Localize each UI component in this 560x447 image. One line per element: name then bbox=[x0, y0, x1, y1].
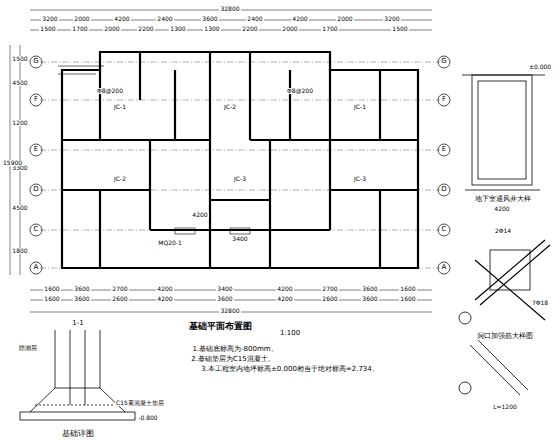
detail-title: 洞口加强筋大样图 bbox=[476, 333, 534, 340]
dimension: 2200 bbox=[241, 26, 258, 32]
axis-letter: F bbox=[441, 96, 447, 103]
dimension: 1500 bbox=[39, 26, 56, 32]
callout: 7Φ18 bbox=[531, 300, 549, 306]
dimension: 2600 bbox=[321, 296, 338, 302]
note: 1.基础底标高为-800mm。 bbox=[191, 346, 278, 353]
dimension: 1500 bbox=[391, 26, 408, 32]
axis-letter: A bbox=[441, 264, 448, 271]
axis-letter: C bbox=[33, 226, 40, 233]
member-tag: JC-3 bbox=[233, 176, 247, 182]
callout: 防潮层 bbox=[18, 345, 38, 351]
dimension: 4200 bbox=[276, 296, 293, 302]
dimension: 2200 bbox=[137, 26, 154, 32]
dimension: 3600 bbox=[361, 296, 378, 302]
member-tag: JC-3 bbox=[353, 176, 367, 182]
member-tag: JC-1 bbox=[113, 104, 127, 110]
dimension: 1200 bbox=[11, 120, 28, 126]
dimension: 4500 bbox=[11, 205, 28, 211]
member-tag: 4200 bbox=[191, 212, 208, 218]
dimension: 2000 bbox=[103, 26, 120, 32]
axis-letter: E bbox=[441, 146, 447, 153]
callout: L=1200 bbox=[492, 404, 518, 410]
callout: C15素混凝土垫层 bbox=[115, 400, 165, 406]
member-tag: JC-2 bbox=[223, 104, 237, 110]
drawing-title: 基础平面布置图 bbox=[188, 322, 253, 331]
dimension: 1300 bbox=[169, 26, 186, 32]
dimension: 2400 bbox=[156, 16, 173, 22]
member-tag: Φ8@200 bbox=[96, 88, 124, 94]
dimension: 2700 bbox=[111, 286, 128, 292]
dimension: 3200 bbox=[41, 16, 58, 22]
dimension: 2000 bbox=[73, 16, 90, 22]
axis-letter: F bbox=[33, 96, 39, 103]
dimension: 3600 bbox=[216, 296, 233, 302]
dimension: 32800 bbox=[219, 308, 240, 314]
dimension: 1700 bbox=[321, 26, 338, 32]
dimension: 2000 bbox=[281, 26, 298, 32]
note: 2.基础垫层为C15混凝土。 bbox=[190, 356, 275, 363]
axis-letter: D bbox=[440, 186, 447, 193]
dimension: 2600 bbox=[111, 296, 128, 302]
dimension: 3600 bbox=[73, 286, 90, 292]
section-mark: 1-1 bbox=[71, 320, 84, 327]
dimension: 1500 bbox=[11, 56, 28, 62]
member-tag: 3400 bbox=[231, 236, 248, 242]
note: 3.本工程室内地坪标高±0.000相当于绝对标高=2.734。 bbox=[200, 366, 380, 373]
axis-letter: C bbox=[441, 226, 448, 233]
dimension: 1600 bbox=[399, 286, 416, 292]
axis-letter: A bbox=[33, 264, 40, 271]
dimension: 1600 bbox=[43, 296, 60, 302]
dimension: 15900 bbox=[2, 160, 23, 166]
dimension: 1600 bbox=[43, 286, 60, 292]
member-tag: JC-1 bbox=[353, 104, 367, 110]
dimension: 3400 bbox=[216, 286, 233, 292]
dimension: 4200 bbox=[276, 286, 293, 292]
dimension: 4200 bbox=[113, 16, 130, 22]
member-tag: JC-2 bbox=[113, 176, 127, 182]
axis-letter: G bbox=[440, 58, 447, 65]
scale: 1:100 bbox=[279, 330, 301, 337]
dimension: 2000 bbox=[336, 16, 353, 22]
dimension: 2400 bbox=[246, 16, 263, 22]
dimension: 32800 bbox=[219, 6, 240, 12]
dimension: 3600 bbox=[361, 286, 378, 292]
callout: 2Φ14 bbox=[494, 228, 512, 234]
detail-title: 基础详图 bbox=[61, 430, 95, 438]
dimension: 1600 bbox=[399, 296, 416, 302]
detail-title: 地下室通风井大样 bbox=[474, 196, 532, 203]
axis-letter: G bbox=[32, 58, 39, 65]
dimension: 4200 bbox=[493, 206, 510, 212]
dimension: 3600 bbox=[73, 296, 90, 302]
dimension: 1700 bbox=[71, 26, 88, 32]
axis-letter: D bbox=[32, 186, 39, 193]
dimension: 4200 bbox=[156, 296, 173, 302]
member-tag: Φ8@200 bbox=[286, 88, 314, 94]
dimension: 1800 bbox=[11, 248, 28, 254]
elevation: ±0.000 bbox=[528, 64, 552, 70]
member-tag: MQ20-1 bbox=[157, 240, 183, 246]
dimension: 2700 bbox=[321, 286, 338, 292]
dimension: 1300 bbox=[203, 26, 220, 32]
axis-letter: E bbox=[33, 146, 39, 153]
elevation: -0.800 bbox=[137, 415, 158, 421]
dimension: 4500 bbox=[11, 80, 28, 86]
dimension: 3600 bbox=[201, 16, 218, 22]
dimension: 3200 bbox=[383, 16, 400, 22]
dimension: 4200 bbox=[291, 16, 308, 22]
dimension: 4200 bbox=[156, 286, 173, 292]
